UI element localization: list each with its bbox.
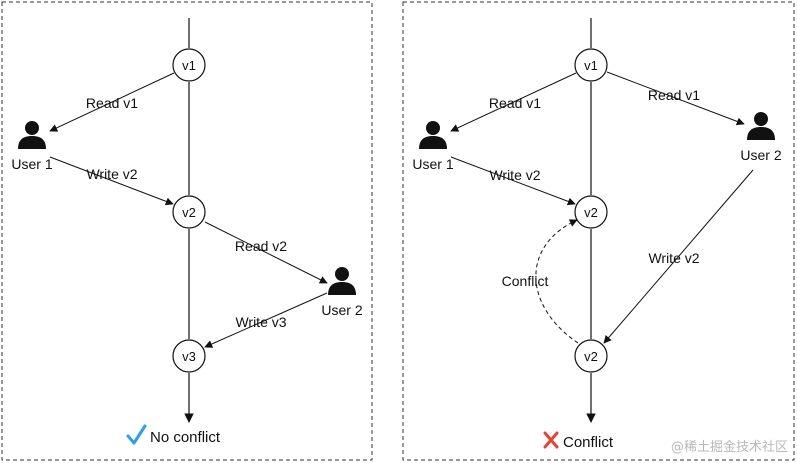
right-panel-border xyxy=(402,1,795,461)
checkmark-icon xyxy=(126,424,147,445)
right-label-user1-read-v1: Read v1 xyxy=(489,95,541,111)
right-user1-label: User 1 xyxy=(412,156,453,172)
user-icon xyxy=(747,112,775,140)
right-label-user2-write-v2: Write v2 xyxy=(648,250,699,266)
right-edge-user2-write-v2 xyxy=(603,169,754,344)
left-label-read-v2: Read v2 xyxy=(235,238,287,254)
right-label-conflict: Conflict xyxy=(502,273,549,289)
left-label-read-v1: Read v1 xyxy=(86,95,138,111)
left-edge-read-v2 xyxy=(204,221,328,284)
left-status-text: No conflict xyxy=(150,429,221,446)
right-user2-label: User 2 xyxy=(740,147,781,163)
right-panel: v1 v2 v2 User 1 User 2 Read v1 Read v1 W… xyxy=(402,1,795,461)
left-edge-write-v2 xyxy=(49,156,174,206)
right-edge-user1-write-v2 xyxy=(450,156,576,206)
cross-icon xyxy=(543,431,559,449)
right-node-v2-top: v2 xyxy=(574,195,608,229)
right-node-v2-bottom: v2 xyxy=(574,339,608,373)
user-icon xyxy=(18,121,46,149)
left-label-write-v2: Write v2 xyxy=(86,166,137,182)
right-edge-user1-read-v1 xyxy=(450,72,577,132)
svg-text:v2: v2 xyxy=(584,205,598,220)
watermark-text: @稀土掘金技术社区 xyxy=(671,439,788,455)
left-label-write-v3: Write v3 xyxy=(235,314,286,330)
svg-text:v2: v2 xyxy=(584,349,598,364)
user-icon xyxy=(328,267,356,295)
left-node-v3: v3 xyxy=(172,339,206,373)
right-label-user1-write-v2: Write v2 xyxy=(489,167,540,183)
left-panel-border xyxy=(1,1,373,461)
right-label-user2-read-v1: Read v1 xyxy=(648,87,700,103)
left-user2-label: User 2 xyxy=(321,302,362,318)
left-panel: v1 v2 v3 User 1 User 2 Read v1 Write v2 … xyxy=(1,1,373,461)
user-icon xyxy=(419,121,447,149)
right-node-v1: v1 xyxy=(574,48,608,82)
svg-text:v1: v1 xyxy=(182,58,196,73)
left-user1-label: User 1 xyxy=(11,156,52,172)
left-edge-read-v1 xyxy=(49,72,175,132)
svg-text:v3: v3 xyxy=(182,349,196,364)
left-edge-write-v3 xyxy=(204,292,328,348)
right-edge-conflict xyxy=(535,219,579,344)
right-edge-user2-read-v1 xyxy=(606,71,745,126)
left-node-v1: v1 xyxy=(172,48,206,82)
svg-text:v1: v1 xyxy=(584,58,598,73)
svg-text:v2: v2 xyxy=(182,205,196,220)
left-node-v2: v2 xyxy=(172,195,206,229)
right-status-text: Conflict xyxy=(563,434,614,451)
